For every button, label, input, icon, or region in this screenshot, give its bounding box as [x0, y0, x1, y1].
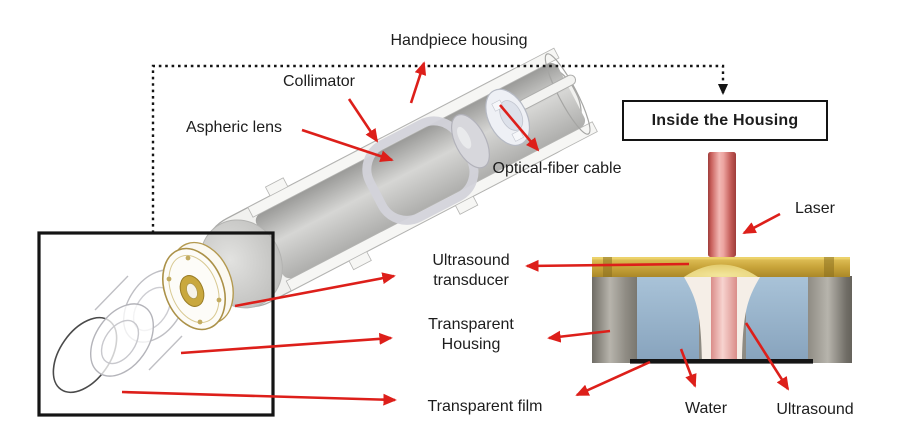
label-handpiece-housing: Handpiece housing	[390, 32, 528, 49]
water-left	[637, 276, 699, 361]
handpiece-render	[199, 47, 598, 309]
cross-section-render	[592, 257, 852, 364]
arrow-aspheric-lens	[301, 128, 394, 162]
arrow-water	[679, 348, 697, 388]
arrow-ultrasound	[744, 322, 790, 391]
arrow-housing-left	[180, 332, 393, 355]
label-collimator: Collimator	[282, 73, 355, 90]
annotation-arrows	[121, 61, 790, 406]
label-transparent-housing: Transparent Housing	[417, 315, 525, 355]
arrow-laser	[742, 212, 781, 235]
arrow-collimator	[347, 98, 379, 143]
arrow-transducer-right	[525, 259, 690, 272]
inside-the-housing-box: Inside the Housing	[622, 100, 828, 141]
housing-wall-right	[808, 276, 852, 363]
arrow-handpiece-housing	[409, 61, 427, 104]
arrow-transducer-left	[234, 272, 396, 308]
transducer-dome	[684, 264, 758, 277]
arrow-housing-right	[547, 329, 611, 343]
inside-the-housing-label: Inside the Housing	[651, 111, 799, 129]
laser-beam-inside	[711, 277, 737, 361]
label-laser: Laser	[794, 200, 836, 217]
label-optical-fiber-cable: Optical-fiber cable	[492, 160, 622, 177]
transducer-disc-shape	[162, 241, 234, 331]
laser-beam	[708, 152, 736, 257]
label-aspheric-lens: Aspheric lens	[185, 119, 283, 136]
label-transparent-film: Transparent film	[427, 398, 543, 415]
label-ultrasound: Ultrasound	[776, 401, 854, 418]
transparent-housing-shape	[89, 269, 188, 377]
arrow-film-right	[575, 360, 651, 397]
exploded-view-frame	[37, 231, 275, 417]
housing-wall-left	[592, 276, 637, 363]
label-ultrasound-transducer-line1: Ultrasound	[432, 252, 510, 269]
exploded-view	[52, 241, 234, 394]
label-water: Water	[684, 400, 728, 417]
transparent-film-line	[630, 359, 813, 364]
label-transparent-housing-line1: Transparent	[428, 316, 514, 333]
water-right	[746, 276, 808, 361]
arrow-film-left	[121, 390, 397, 406]
dotted-connector	[151, 64, 729, 233]
arrow-optical-fiber	[499, 104, 540, 152]
label-ultrasound-transducer-line2: transducer	[433, 272, 509, 289]
label-transparent-housing-line2: Housing	[441, 336, 501, 353]
label-ultrasound-transducer: Ultrasound transducer	[417, 251, 525, 291]
